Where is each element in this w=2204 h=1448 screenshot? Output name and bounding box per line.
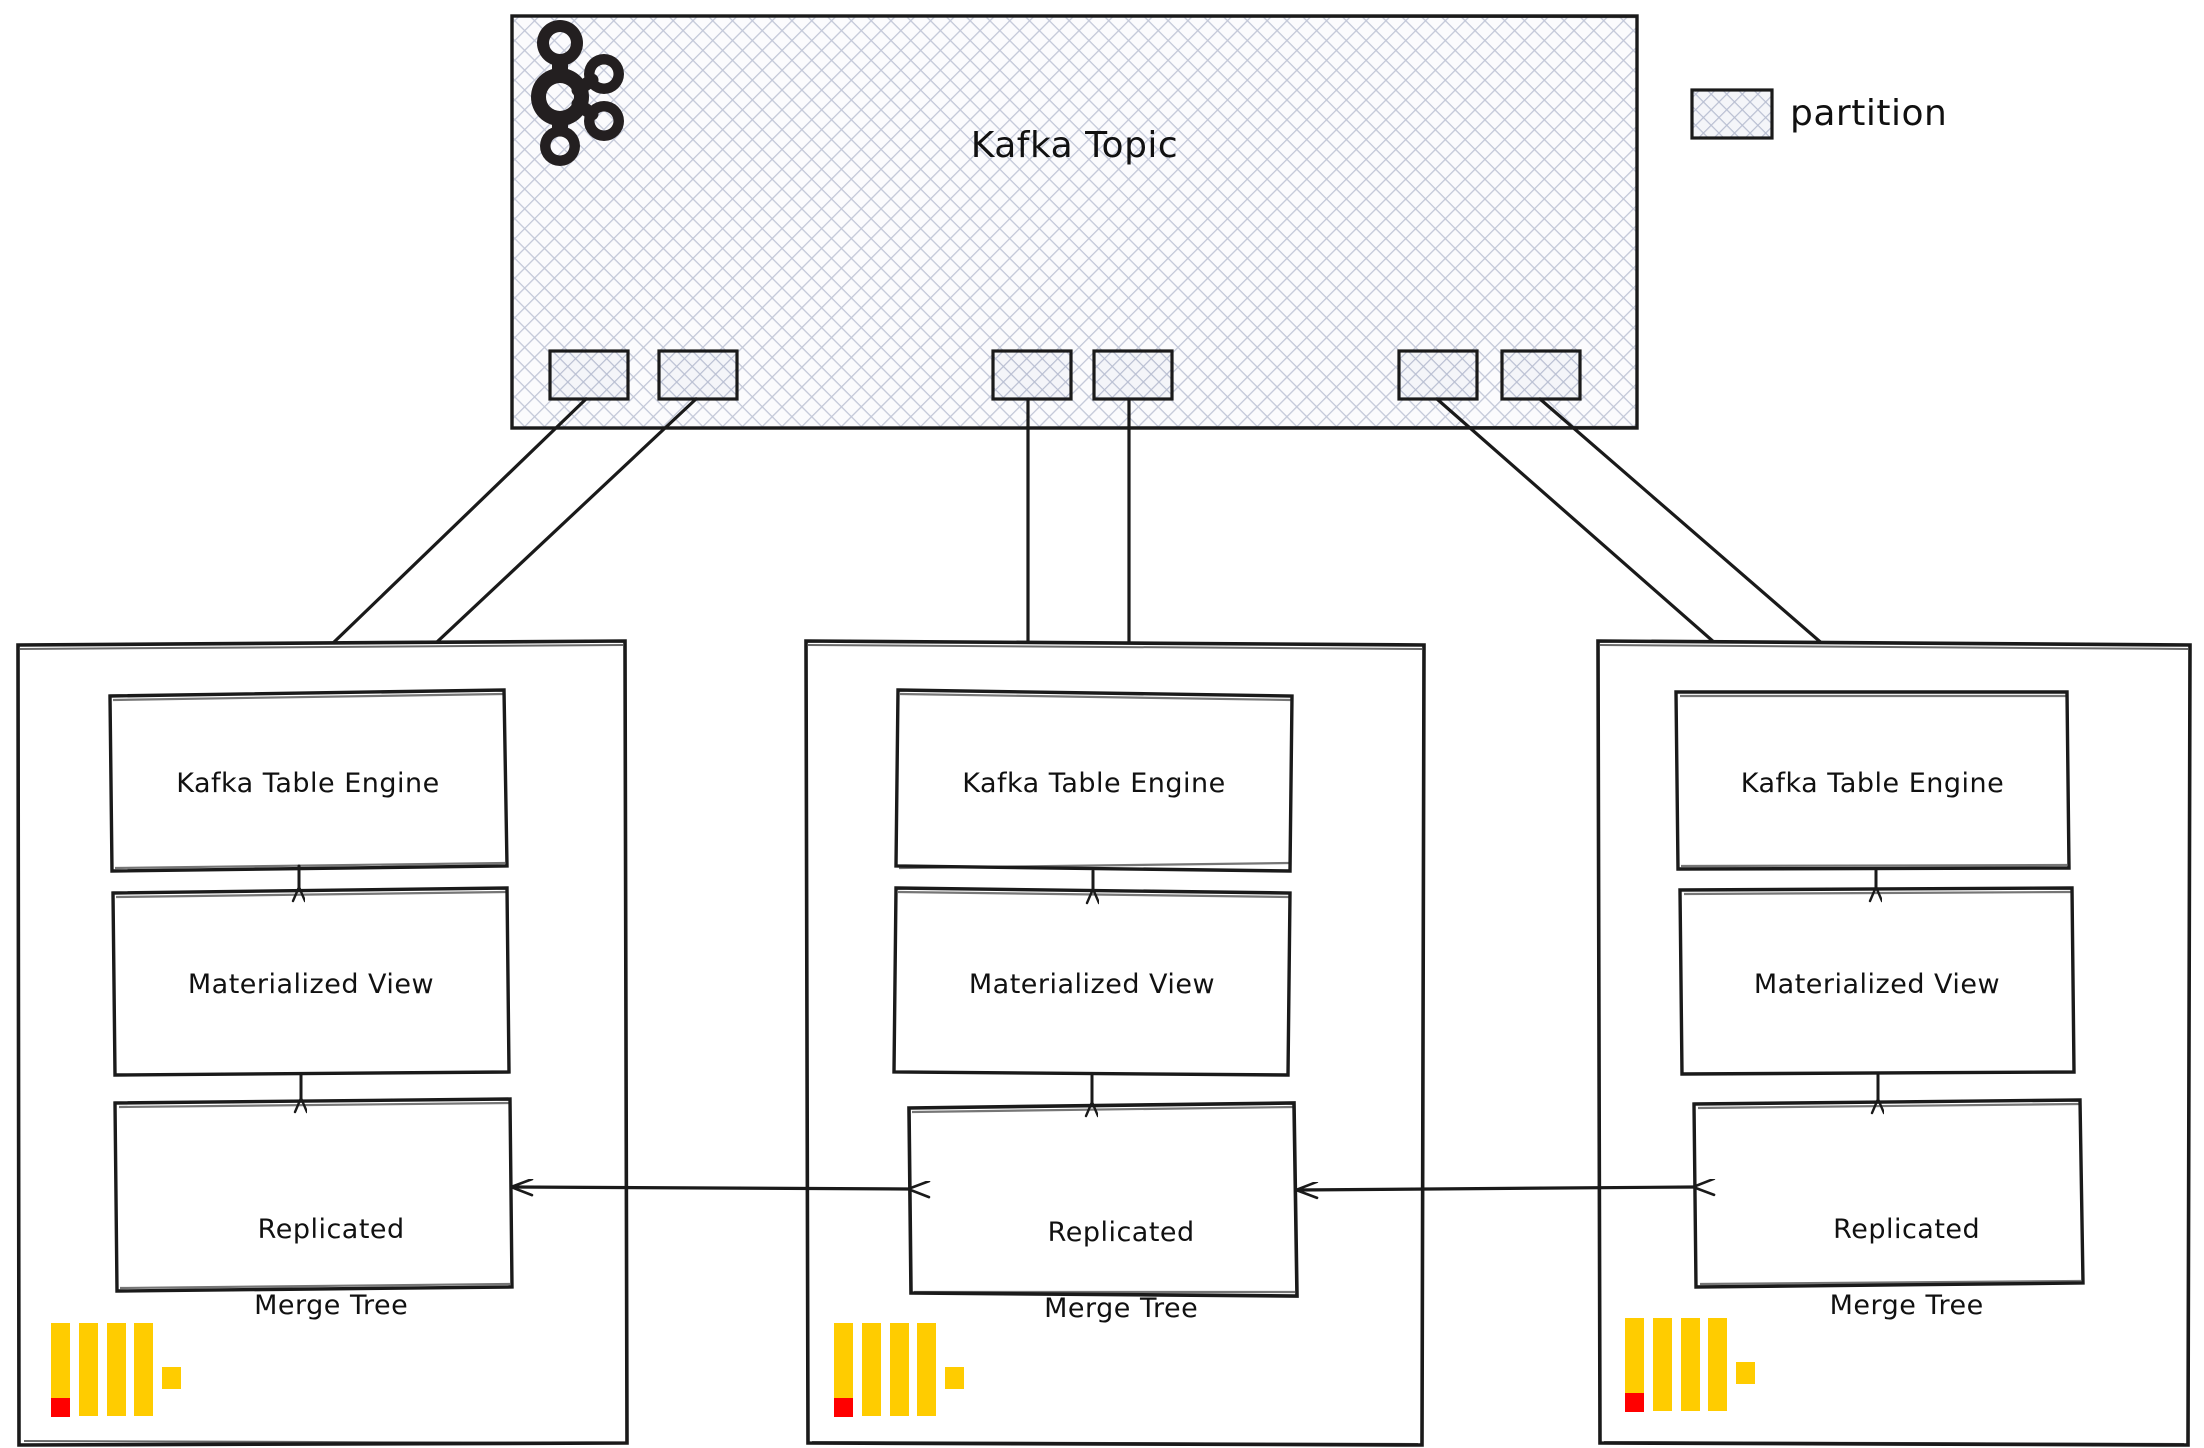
partition-1: [548, 349, 630, 401]
node2-materialized-view-box[interactable]: [892, 886, 1292, 1077]
clickhouse-logo-icon-node1: [51, 1323, 181, 1417]
partition-6: [1500, 349, 1582, 401]
node3-replicated-merge-tree-box[interactable]: [1692, 1098, 2085, 1289]
partition-4: [1092, 349, 1174, 401]
partition-2: [657, 349, 739, 401]
node2-internal-arrows: [1092, 869, 1093, 1103]
node1-replicated-merge-tree-box[interactable]: [113, 1097, 514, 1293]
partition-3: [991, 349, 1073, 401]
legend-partition-swatch-icon: [1690, 88, 1774, 140]
clickhouse-logo-icon-node3: [1625, 1318, 1755, 1412]
topic-partitions: [548, 349, 1582, 401]
node3-internal-arrows: [1876, 867, 1878, 1100]
node3-kafka-table-engine-box[interactable]: [1674, 690, 2071, 871]
node1-internal-arrows: [299, 864, 301, 1099]
node1-materialized-view-box[interactable]: [111, 886, 511, 1077]
node3-materialized-view-box[interactable]: [1678, 886, 2076, 1076]
node1-kafka-table-engine-box[interactable]: [108, 688, 509, 873]
node2-kafka-table-engine-box[interactable]: [894, 688, 1294, 873]
kafka-logo-icon: [531, 20, 624, 166]
partition-to-node-arrows: [303, 397, 1855, 672]
node2-replicated-merge-tree-box[interactable]: [907, 1101, 1299, 1298]
clickhouse-logo-icon-node2: [834, 1323, 964, 1417]
replication-arrows: [512, 1187, 1694, 1190]
partition-5: [1397, 349, 1479, 401]
